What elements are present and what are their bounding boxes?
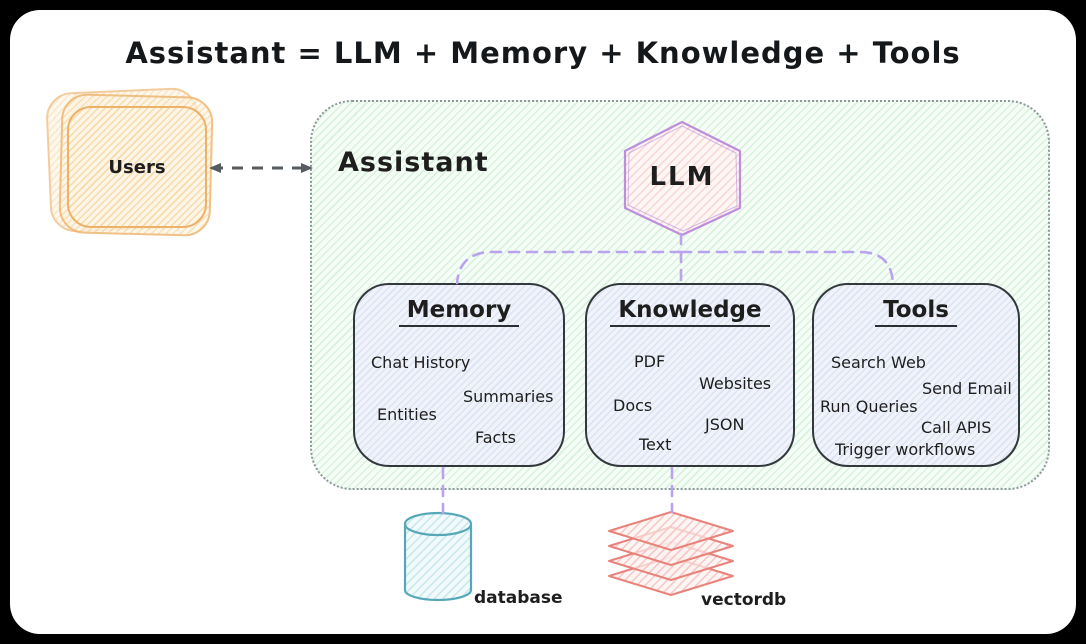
tools-item: Trigger workflows: [835, 440, 976, 459]
vectordb-label: vectordb: [701, 590, 787, 610]
database-cylinder-icon: [403, 511, 473, 602]
knowledge-item: JSON: [705, 415, 745, 434]
vectordb-stack-icon: [608, 511, 734, 596]
memory-title: Memory: [355, 297, 563, 327]
assistant-label: Assistant: [338, 147, 489, 178]
users-box-front: Users: [67, 106, 207, 228]
diagram-title: Assistant = LLM + Memory + Knowledge + T…: [125, 36, 961, 70]
knowledge-title: Knowledge: [587, 297, 793, 327]
tools-item: Send Email: [922, 379, 1012, 398]
memory-item: Chat History: [371, 353, 471, 372]
memory-item: Entities: [377, 405, 437, 424]
knowledge-item: PDF: [634, 352, 666, 371]
knowledge-item: Text: [639, 435, 672, 454]
tools-item: Search Web: [831, 353, 926, 372]
tools-item: Run Queries: [820, 397, 918, 416]
module-memory: Memory Chat History Summaries Entities F…: [353, 283, 565, 467]
llm-label: LLM: [649, 162, 715, 192]
memory-item: Facts: [475, 428, 516, 447]
knowledge-item: Docs: [613, 396, 653, 415]
users-node: Users: [45, 86, 218, 242]
memory-item: Summaries: [463, 387, 554, 406]
tools-item: Call APIS: [921, 418, 992, 437]
users-label: Users: [108, 156, 166, 178]
tools-title: Tools: [814, 297, 1018, 327]
knowledge-item: Websites: [699, 374, 772, 393]
module-tools: Tools Search Web Send Email Run Queries …: [812, 283, 1020, 467]
database-label: database: [474, 588, 563, 608]
module-knowledge: Knowledge PDF Websites Docs JSON Text: [585, 283, 795, 467]
